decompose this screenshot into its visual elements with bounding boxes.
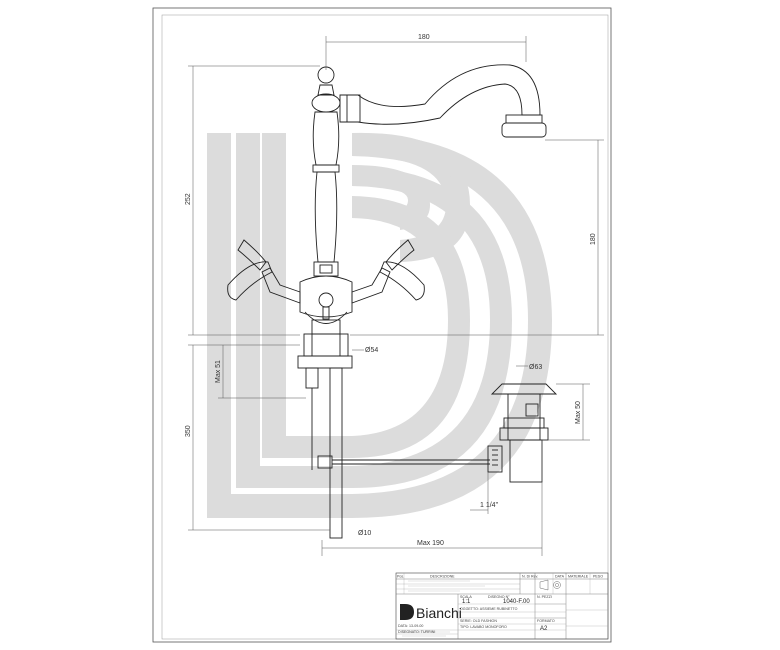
tb-drawing-label: DISEGNO N°	[488, 595, 510, 599]
tb-date: DATA: 13-09-00	[398, 624, 423, 628]
tb-sheet: A2	[540, 626, 548, 632]
sheet-border-inner	[161, 14, 609, 640]
tb-series: SERIE: OLD FASHION	[460, 619, 497, 623]
dim-max-50: Max 50	[575, 401, 582, 424]
tb-brand: Bianchi	[416, 605, 462, 621]
faucet-drawing	[227, 64, 558, 539]
sheet-border-outer	[152, 7, 612, 643]
dim-nut-diameter: Ø54	[365, 347, 378, 354]
tb-col-data: DATA	[555, 575, 565, 579]
tb-scale: 1:1	[462, 599, 471, 605]
tb-col-rev: N. Di Rev.	[522, 575, 538, 579]
tb-scale-label: SCALA	[460, 595, 472, 599]
dim-rod-diameter: Ø10	[358, 530, 371, 537]
watermark-logo	[207, 132, 552, 518]
tb-type: TIPO: LAVABO MONOFORO	[460, 625, 507, 629]
dim-shank-350: 350	[185, 425, 192, 437]
dimension-lines	[188, 36, 604, 556]
dim-max-190: Max 190	[417, 540, 444, 547]
dim-thread: 1 1/4"	[480, 502, 499, 509]
tb-drawing-no: 1040-F.00	[503, 599, 530, 605]
tb-col-materiale: MATERIALE	[568, 575, 589, 579]
dim-drain-diameter: Ø63	[529, 364, 542, 371]
dim-total-height: 252	[185, 193, 192, 205]
tb-designer: DISEGNATO: TURRINI	[398, 630, 435, 634]
tb-sheet-label: FORMATO	[537, 619, 555, 623]
tb-col-peso: PESO	[593, 575, 603, 579]
title-block	[395, 572, 609, 640]
tb-col-descrizione: DESCRIZIONE	[430, 575, 455, 579]
tb-rev-label: N. PEZZI	[537, 595, 552, 599]
dim-spout-reach: 180	[418, 34, 430, 41]
dim-spout-height: 180	[590, 233, 597, 245]
tb-object: OGGETTO: ASSIEME RUBINETTO	[460, 607, 518, 611]
dim-max-51: Max 51	[215, 360, 222, 383]
tb-col-pos: Pos.	[397, 575, 404, 579]
